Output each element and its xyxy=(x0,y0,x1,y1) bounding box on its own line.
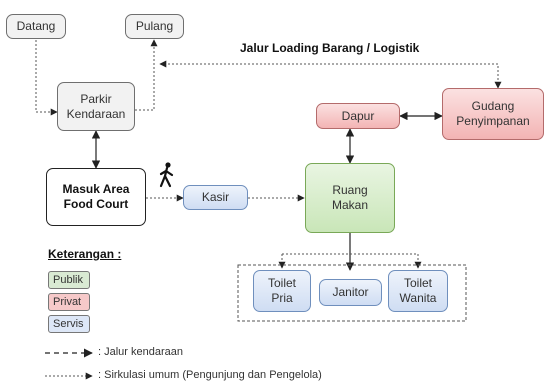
node-dapur: Dapur xyxy=(316,103,400,129)
legend-privat: Privat xyxy=(48,293,90,311)
legend-publik: Publik xyxy=(48,271,90,289)
pedestrian-icon xyxy=(159,162,174,188)
node-pulang: Pulang xyxy=(125,14,184,39)
node-toilet-wanita: Toilet Wanita xyxy=(388,270,448,312)
node-ruang-makan: Ruang Makan xyxy=(305,163,395,233)
label-jalur-loading: Jalur Loading Barang / Logistik xyxy=(240,41,420,55)
node-masuk-area-food-court: Masuk Area Food Court xyxy=(46,168,146,226)
legend-title: Keterangan : xyxy=(48,247,122,261)
node-datang: Datang xyxy=(6,14,66,39)
node-kasir: Kasir xyxy=(183,185,248,210)
legend-label-jalur-kendaraan: : Jalur kendaraan xyxy=(98,346,183,358)
flow-datang-to-parkir xyxy=(35,40,58,116)
legend-servis: Servis xyxy=(48,315,90,333)
legend-label-sirkulasi-umum: : Sirkulasi umum (Pengunjung dan Pengelo… xyxy=(98,369,322,381)
flow-loading-logistik xyxy=(159,60,502,89)
node-toilet-pria: Toilet Pria xyxy=(253,270,311,312)
service-group-frame xyxy=(237,264,467,322)
flow-parkir-to-pulang xyxy=(135,39,158,111)
node-gudang-penyimpanan: Gudang Penyimpanan xyxy=(442,88,544,140)
node-parkir-kendaraan: Parkir Kendaraan xyxy=(57,82,135,131)
node-janitor: Janitor xyxy=(319,279,382,306)
